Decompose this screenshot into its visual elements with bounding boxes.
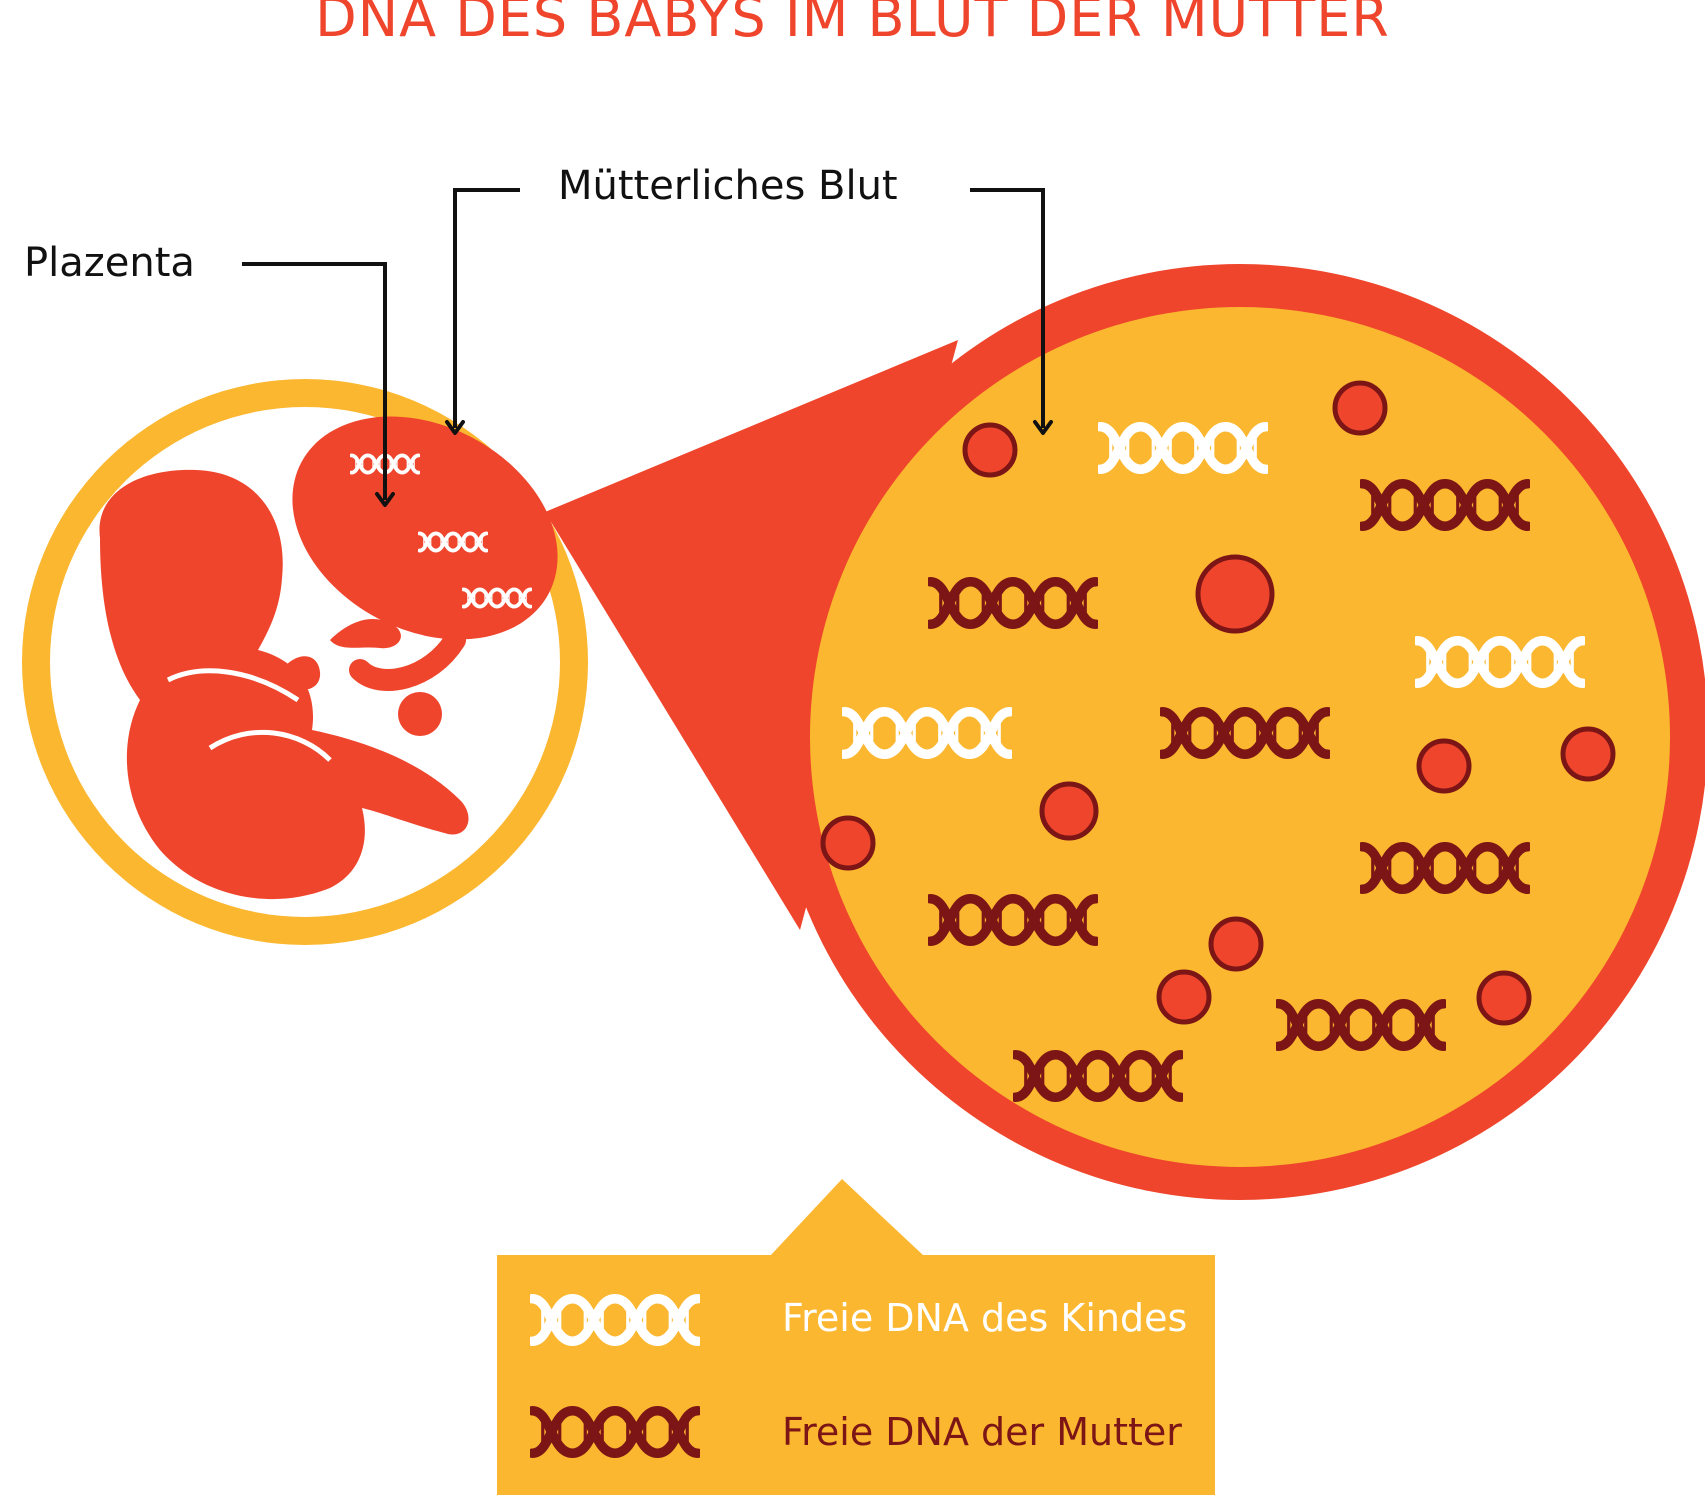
blood-cell-icon [1208, 916, 1264, 972]
blood-cell-icon [1156, 969, 1212, 1025]
blood-view [772, 264, 1705, 1200]
legend-maternal-label: Freie DNA der Mutter [782, 1410, 1182, 1454]
blood-cells [820, 380, 1616, 1026]
arrowheads [375, 420, 1053, 507]
legend-box [497, 1255, 1215, 1495]
placenta-label: Plazenta [24, 240, 195, 286]
fetus-leg-line [208, 729, 332, 762]
maternal-blood-label: Mütterliches Blut [558, 163, 898, 209]
arrow-icon [445, 420, 465, 435]
fetus-icon [99, 469, 469, 900]
legend-pointer [770, 1179, 924, 1256]
blood-cell-icon [1039, 781, 1099, 841]
blood-callout-left [453, 188, 520, 428]
blood-cell-icon [962, 422, 1018, 478]
womb-view [22, 379, 588, 945]
callout-lines [242, 188, 1045, 500]
arrow-icon [375, 492, 395, 507]
blood-cell-icon [1476, 970, 1532, 1026]
blood-cell-icon [820, 815, 876, 871]
blood-cell-icon [1332, 380, 1388, 436]
legend [497, 1179, 1215, 1495]
umbilical-cord [349, 629, 466, 691]
blood-cell-icon [1560, 726, 1616, 782]
page-title: DNA DES BABYS IM BLUT DER MUTTER [315, 0, 1390, 49]
blood-callout-right [970, 188, 1045, 428]
blood-cell-icon [1195, 554, 1275, 634]
placenta-callout [242, 262, 387, 500]
arrow-icon [1033, 420, 1053, 435]
fetus-arm-line [166, 668, 300, 703]
legend-fetal-label: Freie DNA des Kindes [782, 1296, 1188, 1340]
placenta [292, 416, 558, 640]
blood-cell-icon [1416, 738, 1472, 794]
